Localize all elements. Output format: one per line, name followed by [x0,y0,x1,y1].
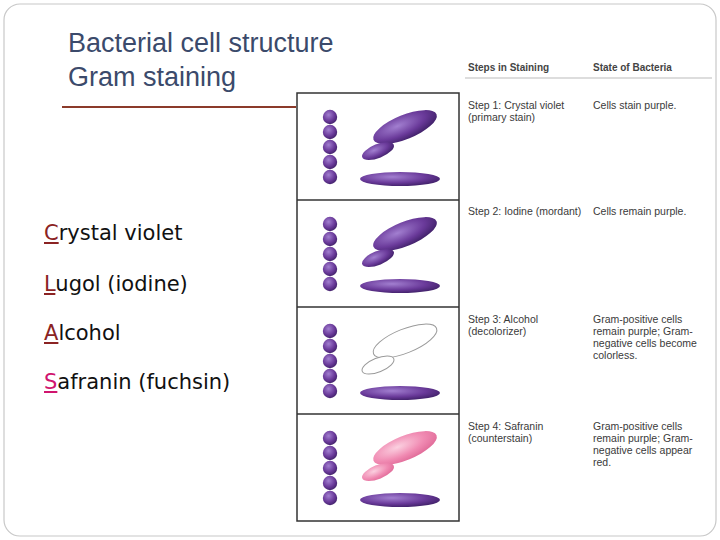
coccus-cell [323,369,337,383]
coccus-cell [323,446,337,460]
rod-cell [360,459,397,485]
coccus-cell [323,476,337,490]
coccus-cell [323,262,337,276]
rod-cell [360,386,440,400]
staining-panel [323,103,441,186]
staining-panel [323,317,441,400]
table-header: State of Bacteria [593,62,713,73]
rod-cell [360,245,397,271]
coccus-cell [323,232,337,246]
reagent-item: Alcohol [44,321,284,345]
coccus-cell [323,247,337,261]
table-cell: Step 4: Safranin (counterstain) [468,420,586,444]
header-rule [465,78,712,79]
title-rule [62,106,296,108]
panel-divider [297,306,459,308]
table-cell: Gram-positive cells remain purple; Gram-… [593,420,711,468]
panel-divider [297,199,459,201]
slide-border [4,4,716,536]
table-cell: Gram-positive cells remain purple; Gram-… [593,313,711,361]
reagent-item: Crystal violet [44,221,284,245]
staining-panel [323,210,441,293]
table-cell: Step 2: Iodine (mordant) [468,205,586,217]
coccus-cell [323,125,337,139]
coccus-cell [323,384,337,398]
table-cell: Step 1: Crystal violet (primary stain) [468,99,586,123]
rod-cell [360,493,440,507]
table-cell: Cells stain purple. [593,99,711,111]
coccus-cell [323,431,337,445]
coccus-cell [323,461,337,475]
coccus-cell [323,217,337,231]
coccus-cell [323,110,337,124]
panel-frame [297,93,459,521]
coccus-cell [323,339,337,353]
coccus-cell [323,170,337,184]
coccus-cell [323,491,337,505]
staining-panel [323,424,441,507]
table-header: Steps in Staining [468,62,588,73]
rod-cell [360,138,397,164]
coccus-cell [323,277,337,291]
rod-cell [360,279,440,293]
rod-cell [360,352,397,378]
slide-title: Bacterial cell structure Gram staining [68,26,398,94]
coccus-cell [323,324,337,338]
reagent-item: Lugol (iodine) [44,272,284,296]
panel-divider [297,413,459,415]
coccus-cell [323,354,337,368]
coccus-cell [323,155,337,169]
coccus-cell [323,140,337,154]
rod-cell [360,172,440,186]
table-cell: Cells remain purple. [593,205,711,217]
reagent-item: Safranin (fuchsin) [44,370,284,394]
table-cell: Step 3: Alcohol (decolorizer) [468,313,586,337]
